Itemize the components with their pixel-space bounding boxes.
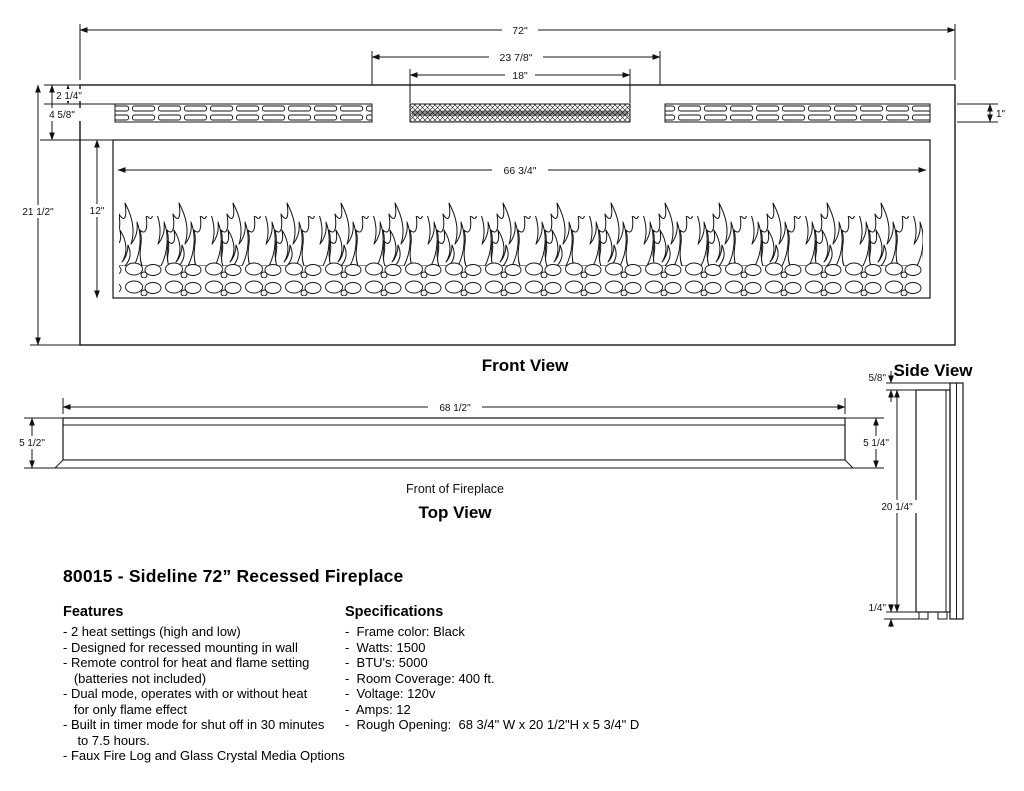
specifications-heading: Specifications [345, 604, 444, 620]
top-view-caption: Front of Fireplace [406, 482, 504, 496]
list-item: for only flame effect [63, 701, 188, 717]
dim-4-58: 4 5/8" [40, 84, 113, 141]
specifications-list: - Frame color: Black- Watts: 1500- BTU's… [345, 624, 705, 733]
dim-23-78: 23 7/8" [371, 50, 661, 85]
list-item: - Faux Fire Log and Glass Crystal Media … [63, 748, 345, 763]
list-item: - Voltage: 120v [345, 686, 436, 701]
top-view-drawing: 68 1/2" 5 1/2" 5 1/4" Front of Fireplace… [13, 398, 895, 522]
dim-20-14: 20 1/4" [876, 389, 918, 613]
side-recessed-body [915, 389, 951, 613]
dim-21-12: 21 1/2" [16, 84, 80, 346]
dim-12: 12" [83, 139, 111, 299]
features-heading: Features [63, 604, 124, 620]
dim-5-14: 5 1/4" [845, 417, 895, 469]
dim-1: 1" [957, 103, 1006, 123]
list-item: - Room Coverage: 400 ft. [345, 670, 495, 686]
front-outer-frame [79, 84, 956, 346]
list-item: - Amps: 12 [345, 701, 411, 717]
top-view-body [62, 417, 846, 461]
list-item: (batteries not included) [63, 670, 207, 686]
right-vent [664, 103, 931, 123]
dim-label-18: 18" [512, 70, 528, 82]
dim-label-5-8: 5/8" [869, 373, 887, 384]
specifications-section: Specifications - Frame color: Black- Wat… [345, 604, 705, 733]
dim-66-34: 66 3/4" [117, 163, 927, 177]
side-view-label: Side View [893, 361, 973, 380]
list-item: - Remote control for heat and flame sett… [63, 655, 310, 670]
front-vents [114, 103, 931, 123]
dim-68-12: 68 1/2" [62, 398, 846, 414]
dim-label-1: 1" [996, 109, 1006, 120]
top-view-label: Top View [418, 503, 492, 522]
dim-label-21-12: 21 1/2" [22, 207, 54, 218]
dim-label-72: 72" [512, 25, 528, 37]
list-item: to 7.5 hours. [63, 732, 150, 748]
left-vent [114, 103, 373, 123]
dim-label-1-4: 1/4" [869, 603, 887, 614]
front-view-drawing: 72" 23 7/8" 18" [16, 23, 1006, 375]
dim-label-12: 12" [90, 206, 105, 217]
list-item: - 2 heat settings (high and low) [63, 624, 241, 639]
features-list: - 2 heat settings (high and low)- Design… [63, 624, 363, 764]
dim-label-4-58: 4 5/8" [49, 110, 75, 121]
list-item: - Built in timer mode for shut off in 30… [63, 717, 325, 732]
dim-label-68-12: 68 1/2" [439, 403, 471, 414]
dim-label-5-12: 5 1/2" [19, 438, 45, 449]
side-foot-left [918, 611, 929, 620]
dim-label-23-78: 23 7/8" [500, 52, 533, 64]
dim-1-4: 1/4" [869, 603, 919, 627]
features-section: Features - 2 heat settings (high and low… [63, 604, 363, 764]
flame-artwork [119, 194, 923, 296]
center-heater-vent [409, 103, 631, 123]
list-item: - Frame color: Black [345, 624, 465, 639]
list-item: - BTU's: 5000 [345, 655, 428, 670]
drawing-title: 80015 - Sideline 72” Recessed Fireplace [63, 566, 404, 586]
side-foot-right [937, 611, 948, 620]
list-item: - Designed for recessed mounting in wall [63, 639, 298, 655]
dim-label-66-34: 66 3/4" [504, 165, 537, 177]
side-view-drawing: Side View 5/8" 20 1/ [869, 361, 973, 627]
center-heater-core [412, 110, 628, 116]
front-firebox-opening [112, 139, 931, 299]
dim-72: 72" [79, 23, 956, 80]
dim-label-5-14: 5 1/4" [863, 438, 889, 449]
front-view-label: Front View [482, 356, 569, 375]
list-item: - Watts: 1500 [345, 639, 426, 655]
list-item: - Rough Opening: 68 3/4" W x 20 1/2"H x … [345, 717, 640, 732]
dim-5-12: 5 1/2" [13, 417, 63, 469]
dim-5-8: 5/8" [869, 371, 950, 402]
dim-label-2-14: 2 1/4" [56, 91, 82, 102]
dim-label-20-14: 20 1/4" [881, 502, 913, 513]
dim-18: 18" [409, 68, 631, 103]
top-view-front-flange [53, 459, 855, 469]
list-item: - Dual mode, operates with or without he… [63, 686, 308, 701]
